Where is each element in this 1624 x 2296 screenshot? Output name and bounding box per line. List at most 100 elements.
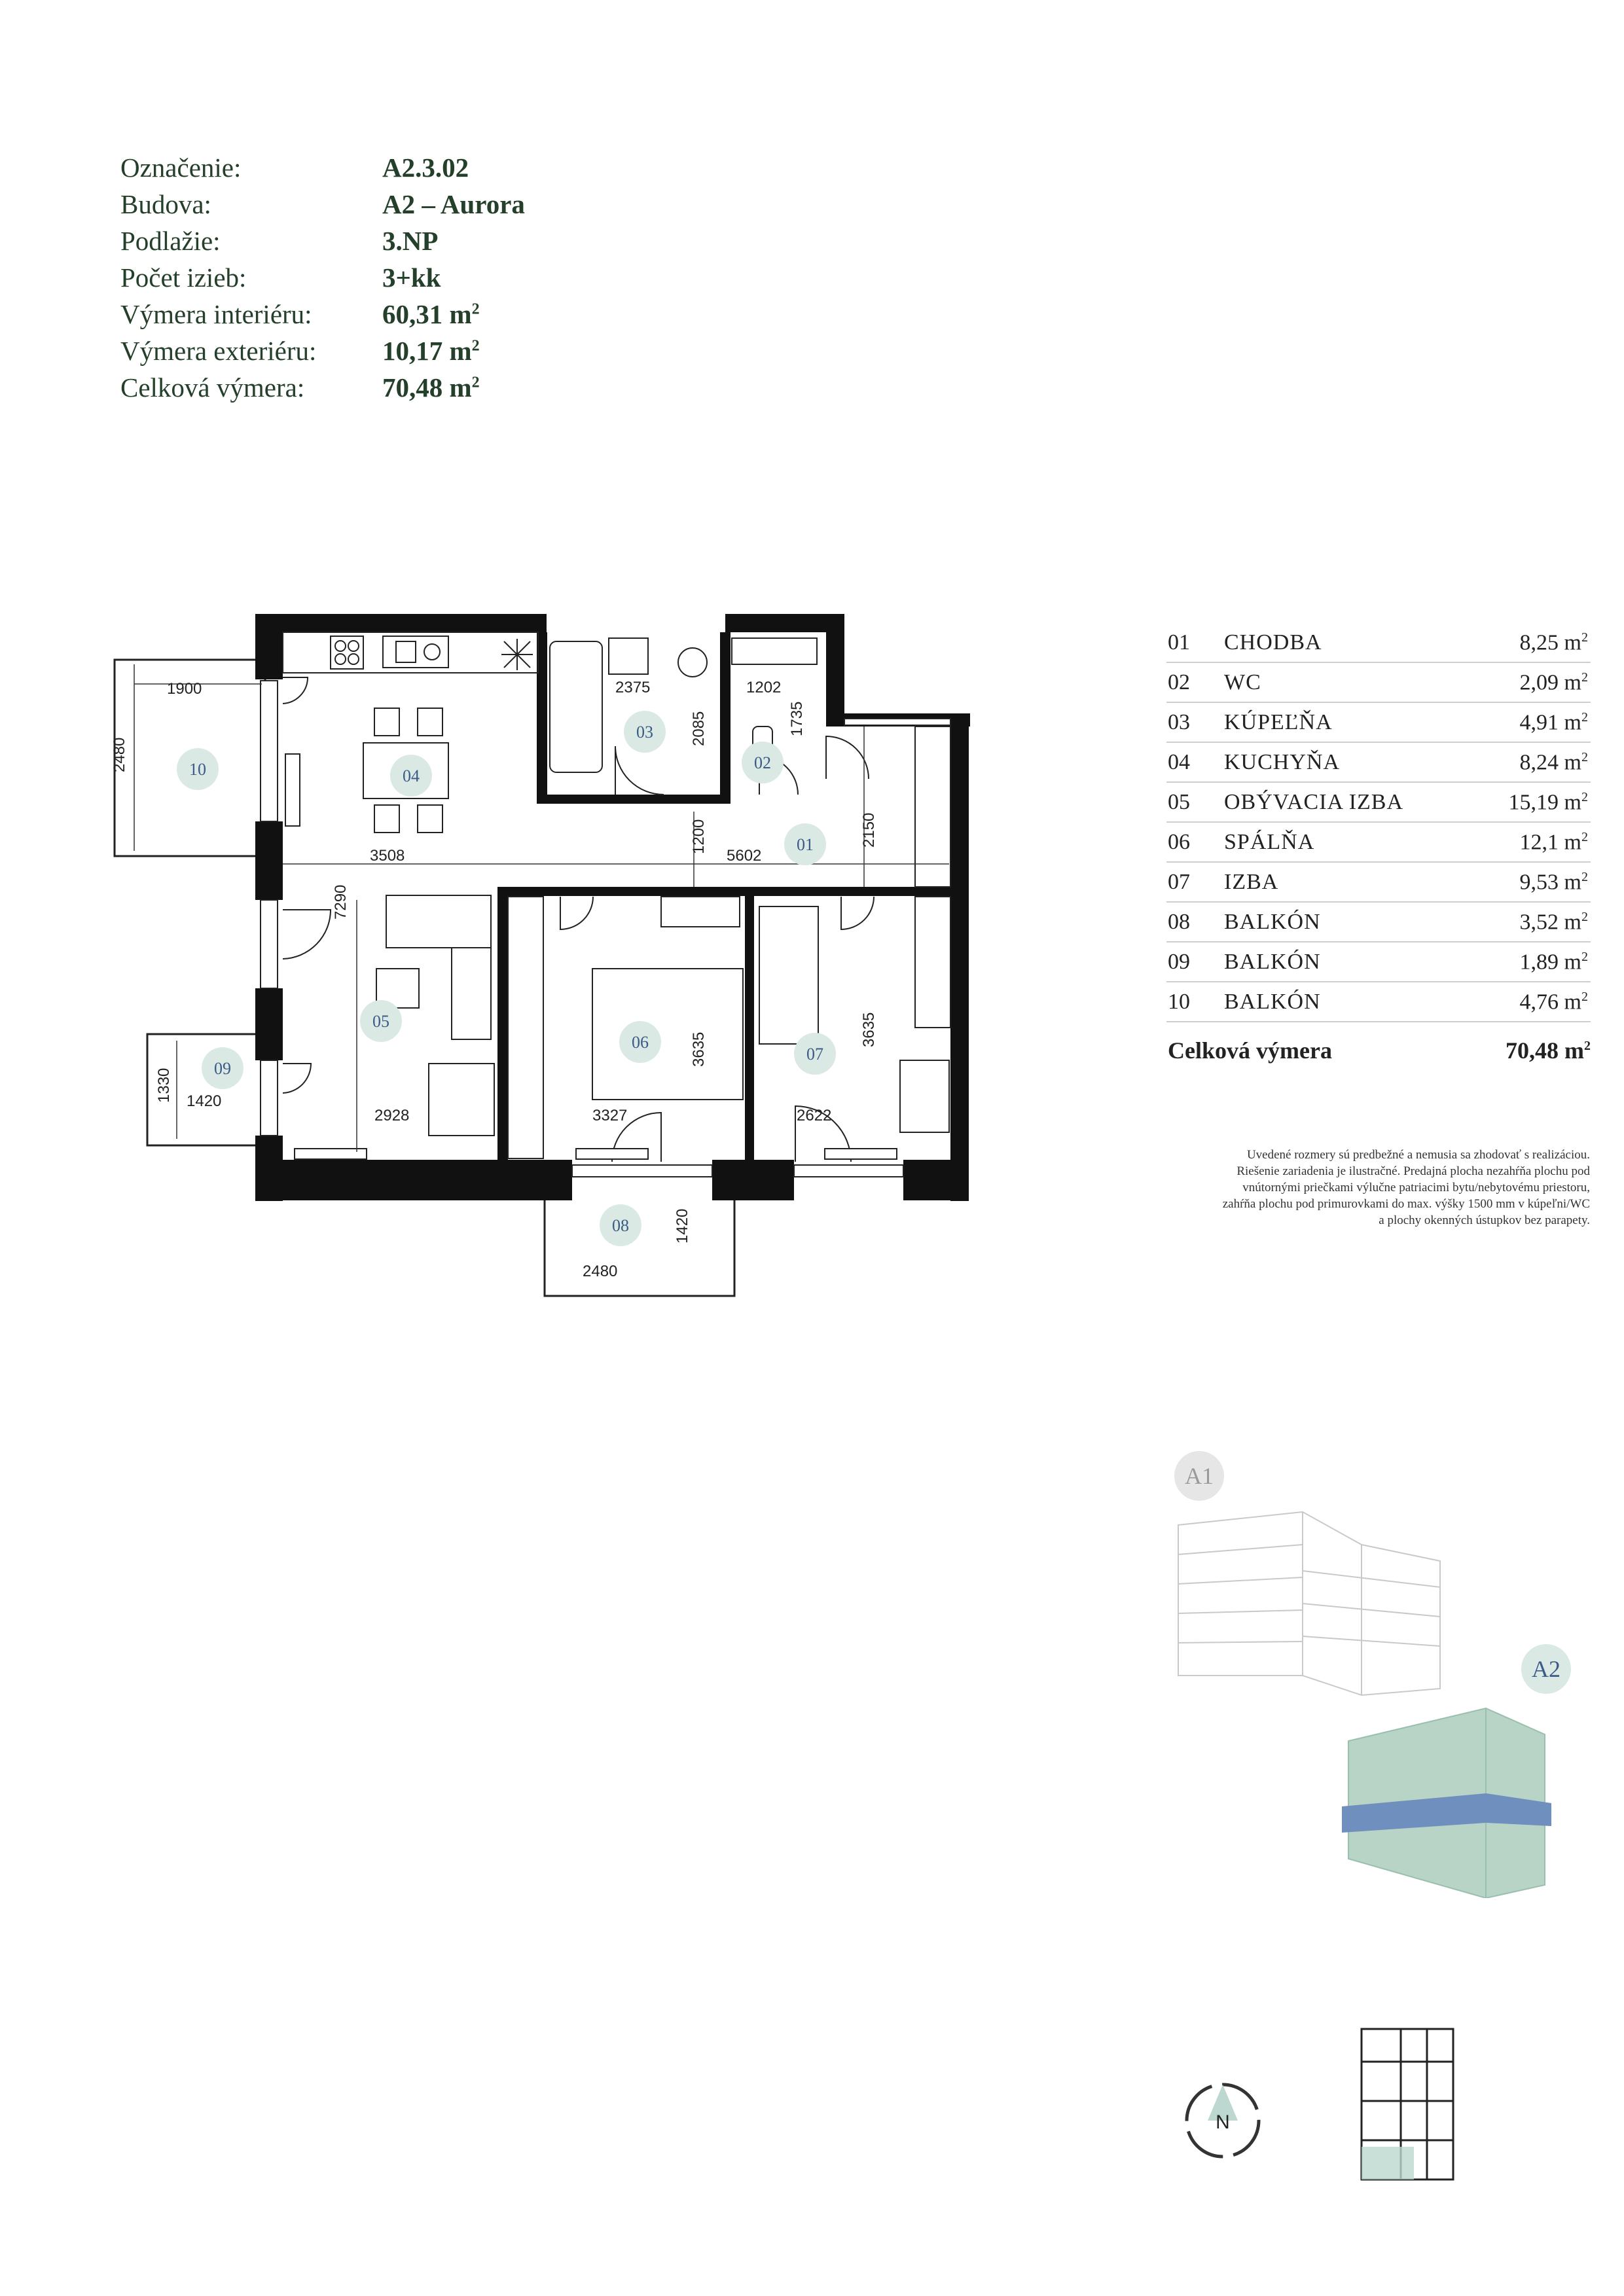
chair: [417, 804, 443, 833]
wall: [537, 795, 731, 804]
chair: [417, 708, 443, 736]
wall: [255, 988, 283, 1060]
room-row: 01 CHODBA 8,25 m2: [1166, 622, 1591, 663]
compass: N: [1185, 2083, 1261, 2159]
info-label: Celková výmera:: [120, 372, 305, 403]
wall: [255, 821, 283, 900]
washing-machine: [677, 647, 708, 677]
single-bed: [759, 906, 819, 1045]
sink: [382, 636, 449, 668]
wall: [255, 1160, 572, 1200]
dimension-label: 2375: [615, 679, 650, 696]
door-swing: [825, 735, 869, 780]
wall: [950, 713, 969, 1201]
room-name: WC: [1224, 670, 1261, 694]
dimension-label: 1735: [788, 702, 806, 736]
building-a1-label: A1: [1185, 1463, 1214, 1489]
site-plan: N: [1185, 2028, 1454, 2181]
info-row-interior-area: Výmera interiéru: 60,31 m2: [120, 298, 710, 332]
dimension-label: 2480: [111, 738, 128, 772]
window: [260, 1060, 278, 1136]
info-value: 70,48 m2: [382, 372, 480, 403]
room-badge-label: 09: [214, 1059, 231, 1078]
dimension-label: 7290: [332, 885, 350, 920]
dimension-label: 3635: [860, 1013, 878, 1047]
dimension-label: 2928: [374, 1107, 409, 1124]
room-badge-label: 04: [403, 766, 420, 785]
dimension-label: 1330: [155, 1068, 173, 1103]
room-badge-07: [794, 1033, 836, 1075]
room-row: 03 KÚPEĽŇA 4,91 m2: [1166, 702, 1591, 743]
room-area: 8,25 m2: [1519, 630, 1588, 655]
door-swing: [615, 745, 664, 795]
room-badge-10: [177, 748, 219, 790]
room-number: 06: [1168, 830, 1190, 854]
room-badge-label: 10: [189, 760, 206, 779]
building-a2-badge: [1521, 1644, 1571, 1694]
room-badge-03: [624, 711, 666, 753]
info-row-total-area: Celková výmera: 70,48 m2: [120, 372, 710, 406]
info-value: A2 – Aurora: [382, 189, 525, 219]
room-badge-05: [360, 1000, 402, 1042]
room-badge-04: [390, 755, 432, 797]
info-label: Výmera exteriéru:: [120, 336, 317, 366]
room-row: 06 SPÁLŇA 12,1 m2: [1166, 821, 1591, 863]
cooktop: [330, 636, 364, 670]
room-area: 12,1 m2: [1519, 830, 1588, 855]
note-line: zahŕňa plochu pod primurovkami do max. v…: [1222, 1197, 1590, 1211]
room-name: KUCHYŇA: [1224, 750, 1340, 774]
room-badge-09: [202, 1047, 244, 1089]
chair: [374, 708, 400, 736]
wall: [725, 614, 843, 632]
wall: [537, 632, 547, 804]
room-badge-label: 03: [636, 723, 653, 742]
wardrobe: [914, 896, 951, 1028]
apartment-location-highlight: [1362, 2147, 1414, 2179]
dimension-label: 1200: [690, 819, 708, 854]
door-swing: [560, 896, 594, 931]
room-number: 09: [1168, 950, 1190, 974]
dimension-label: 3508: [370, 847, 405, 865]
room-name: KÚPEĽŇA: [1224, 710, 1333, 734]
door-swing: [282, 677, 309, 704]
sofa-chaise: [451, 947, 492, 1040]
sofa: [386, 895, 492, 948]
building-a2: [1342, 1707, 1551, 1898]
room-row: 10 BALKÓN 4,76 m2: [1166, 981, 1591, 1022]
door-swing: [282, 909, 332, 960]
room-area: 3,52 m2: [1519, 910, 1588, 935]
dimension-label: 2480: [583, 1263, 617, 1280]
room-number: 08: [1168, 910, 1190, 934]
wall: [255, 614, 283, 679]
radiator: [294, 1148, 367, 1160]
wardrobe: [914, 726, 951, 888]
desk: [899, 1060, 950, 1133]
room-name: BALKÓN: [1224, 910, 1321, 934]
room-badge-label: 06: [632, 1033, 649, 1052]
dimension-label: 2085: [690, 711, 708, 746]
building-a1-badge: [1174, 1451, 1224, 1501]
total-area-row: Celková výmera 70,48 m2: [1166, 1029, 1591, 1068]
room-badge-label: 02: [754, 753, 771, 772]
room-number: 01: [1168, 630, 1190, 655]
room-row: 02 WC 2,09 m2: [1166, 662, 1591, 703]
wall: [255, 614, 547, 632]
total-area: 70,48 m2: [1506, 1037, 1591, 1064]
info-row-designation: Označenie: A2.3.02: [120, 152, 710, 186]
window: [793, 1164, 904, 1177]
dimension-label: 3635: [690, 1032, 708, 1067]
wardrobe: [507, 896, 544, 1159]
building-a2-label: A2: [1532, 1656, 1561, 1682]
room-row: 04 KUCHYŇA 8,24 m2: [1166, 742, 1591, 783]
window: [571, 1164, 713, 1177]
dimension-label: 2622: [797, 1107, 831, 1124]
radiator: [824, 1148, 897, 1160]
room-number: 03: [1168, 710, 1190, 734]
bathtub: [549, 641, 603, 773]
room-row: 07 IZBA 9,53 m2: [1166, 861, 1591, 903]
info-label: Budova:: [120, 189, 211, 219]
window: [260, 899, 278, 989]
kitchen-counter: [282, 632, 539, 673]
info-value: 60,31 m2: [382, 299, 480, 329]
room-area: 9,53 m2: [1519, 870, 1588, 895]
